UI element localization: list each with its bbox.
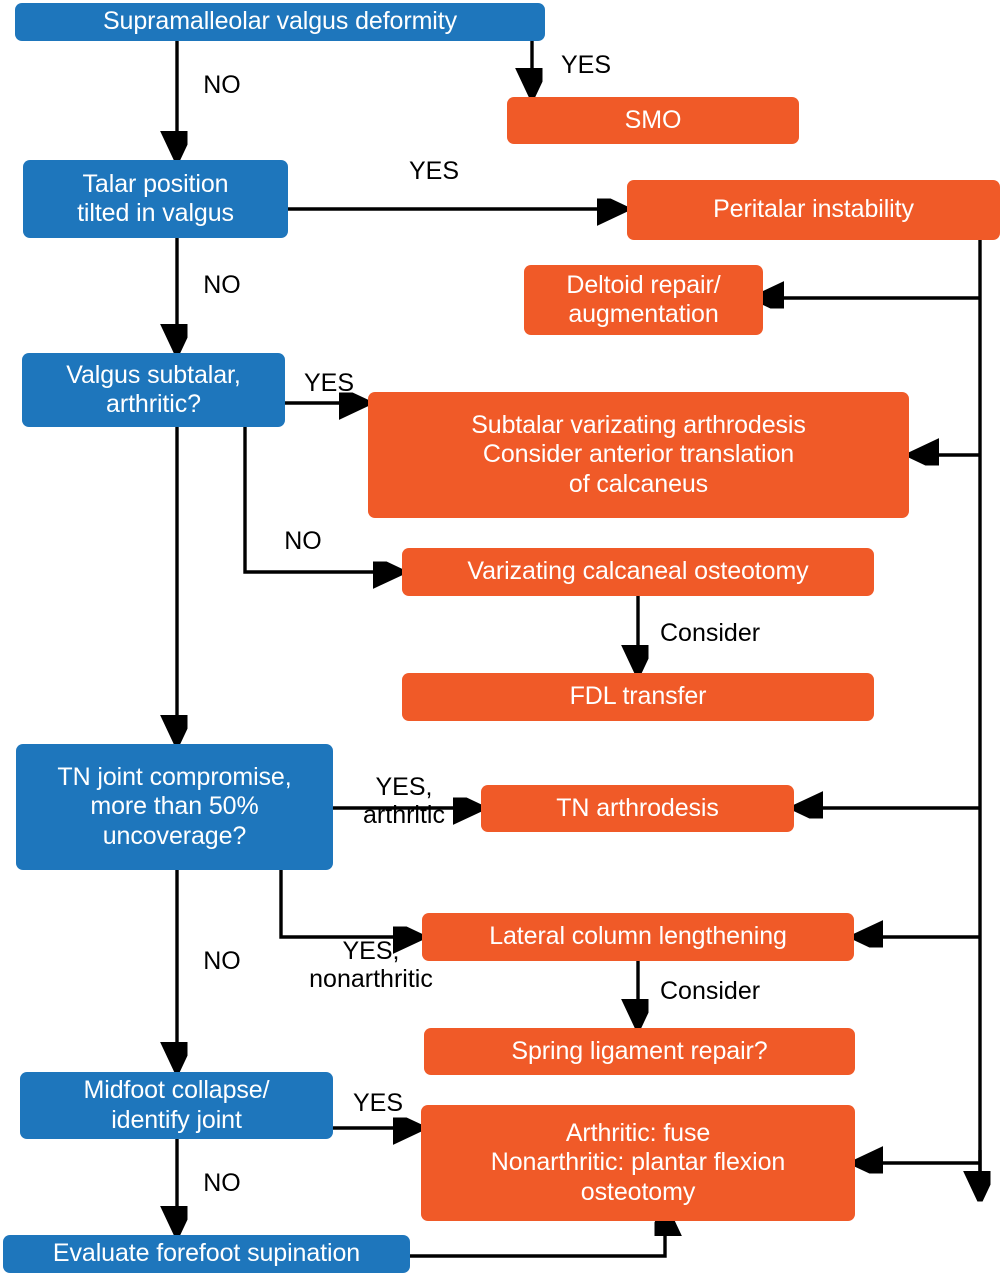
edge-label-consider-fdl: Consider (660, 619, 761, 647)
edge-label-yes-nonarthritic: YES, nonarthritic (309, 937, 433, 993)
node-lateral-column-lengthening[interactable]: Lateral column lengthening (422, 913, 854, 961)
edge-label-yes-valgus-subtalar: YES (303, 369, 355, 397)
node-fdl-transfer[interactable]: FDL transfer (402, 673, 874, 721)
node-spring-ligament-repair[interactable]: Spring ligament repair? (424, 1028, 855, 1075)
node-deltoid-repair[interactable]: Deltoid repair/ augmentation (524, 265, 763, 335)
node-talar-position[interactable]: Talar position tilted in valgus (23, 160, 288, 238)
node-supramalleolar-valgus-deformity[interactable]: Supramalleolar valgus deformity (15, 3, 545, 41)
node-tn-joint-compromise[interactable]: TN joint compromise, more than 50% uncov… (16, 744, 333, 870)
edge-label-consider-spring: Consider (660, 977, 761, 1005)
edge-label-no-supramalleolar: NO (203, 71, 241, 99)
node-midfoot-treatment[interactable]: Arthritic: fuse Nonarthritic: plantar fl… (421, 1105, 855, 1221)
edge-label-no-midfoot: NO (203, 1169, 241, 1197)
edge-label-yes-arthritic: YES, arthritic (363, 773, 445, 829)
edge-label-yes-midfoot: YES (352, 1089, 404, 1117)
node-peritalar-instability[interactable]: Peritalar instability (627, 180, 1000, 240)
edge-label-no-tn-joint: NO (203, 947, 241, 975)
node-midfoot-collapse[interactable]: Midfoot collapse/ identify joint (20, 1072, 333, 1139)
edge-tn-yes-nonarthritic (279, 870, 414, 937)
node-smo[interactable]: SMO (507, 97, 799, 144)
node-tn-arthrodesis[interactable]: TN arthrodesis (481, 785, 794, 832)
edge-label-no-talar: NO (203, 271, 241, 299)
edge-label-no-valgus-subtalar: NO (284, 527, 322, 555)
node-valgus-subtalar-arthritic[interactable]: Valgus subtalar, arthritic? (22, 353, 285, 427)
edge-forefoot-midfoot-treat (410, 1215, 665, 1258)
edge-label-yes-supramalleolar: YES (560, 51, 612, 79)
node-evaluate-forefoot-supination[interactable]: Evaluate forefoot supination (3, 1235, 410, 1273)
node-subtalar-varizating-arthrodesis[interactable]: Subtalar varizating arthrodesis Consider… (368, 392, 909, 518)
node-varizating-calcaneal-osteotomy[interactable]: Varizating calcaneal osteotomy (402, 548, 874, 596)
edge-label-yes-talar: YES (408, 157, 460, 185)
